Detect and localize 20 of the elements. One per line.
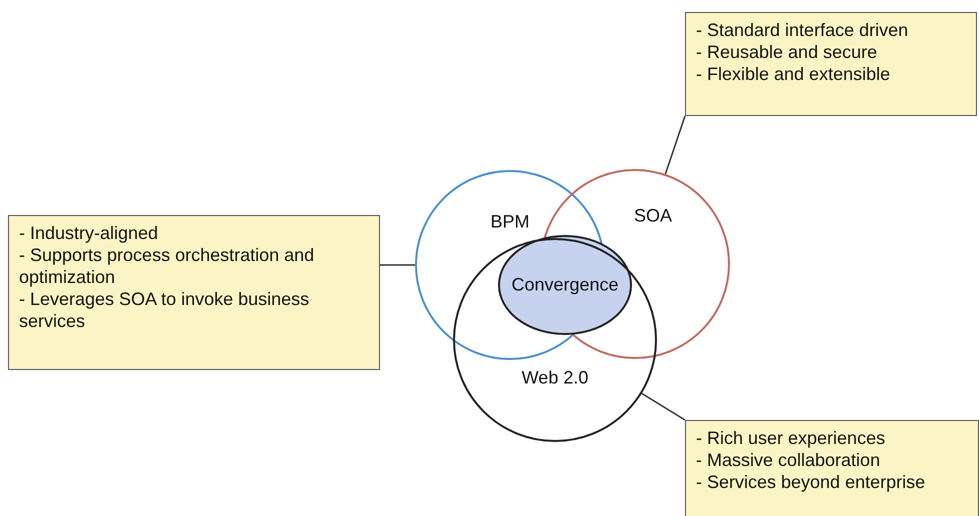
bullet-text: - Industry-aligned [19, 222, 160, 244]
callout-box [8, 215, 380, 370]
bullet-text: - Supports process orchestration and optimization [19, 244, 316, 288]
circle-label: Web 2.0 [522, 368, 588, 388]
circle-label: SOA [634, 206, 672, 226]
bullet-text: - Standard interface driven [696, 19, 910, 41]
circle-label: Convergence [511, 274, 619, 296]
bullet-text: - Services beyond enterprise [696, 471, 926, 493]
bullet-text: - Flexible and extensible [696, 63, 892, 85]
bullet-text: - Rich user experiences [696, 427, 886, 449]
leader-line [380, 264, 415, 266]
callout-box [685, 12, 977, 116]
leader-line [664, 116, 686, 174]
venn-circle [453, 238, 657, 442]
bullet-text: - Leverages SOA to invoke business services [19, 288, 310, 332]
bullet-text: - Reusable and secure [696, 41, 878, 63]
leader-line [641, 392, 686, 421]
bullet-text: - Massive collaboration [696, 449, 882, 471]
callout-box [685, 420, 979, 516]
circle-label: BPM [490, 212, 530, 232]
